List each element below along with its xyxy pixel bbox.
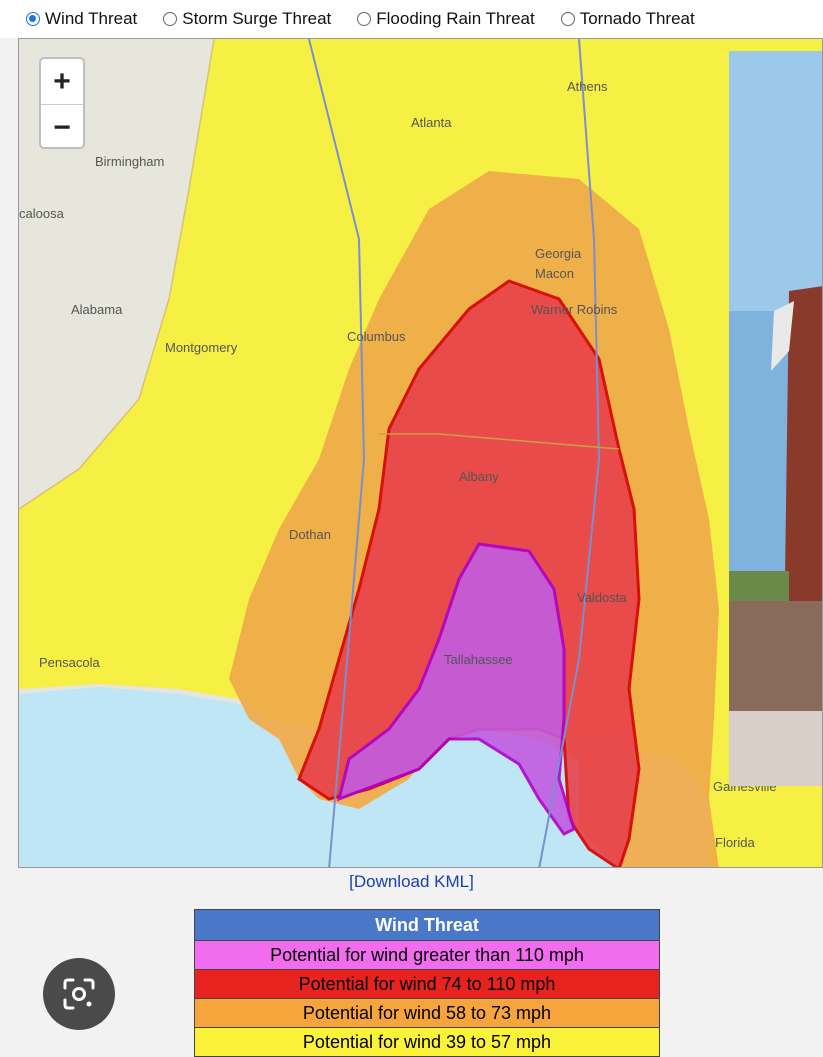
label-georgia: Georgia xyxy=(535,246,582,261)
tab-wind-threat[interactable]: Wind Threat xyxy=(26,9,137,29)
label-tallahassee: Tallahassee xyxy=(444,652,513,667)
zoom-in-button[interactable]: + xyxy=(41,59,83,105)
label-warner-robins: Warner Robins xyxy=(531,302,618,317)
zoom-out-button[interactable]: − xyxy=(53,110,71,144)
forecast-track-right xyxy=(538,39,601,867)
label-montgomery: Montgomery xyxy=(165,340,238,355)
damage-photo xyxy=(729,51,822,786)
wind-threat-legend: Wind Threat Potential for wind greater t… xyxy=(194,909,660,1057)
label-athens: Athens xyxy=(567,79,608,94)
radio-wind-threat[interactable] xyxy=(26,12,40,26)
zone-magenta xyxy=(336,542,576,836)
label-birmingham: Birmingham xyxy=(95,154,165,169)
legend-item-74-110: Potential for wind 74 to 110 mph xyxy=(195,969,659,998)
zoom-control: + − xyxy=(39,57,85,149)
legend-title: Wind Threat xyxy=(195,910,659,940)
tab-tornado-threat-label: Tornado Threat xyxy=(579,9,695,28)
tab-storm-surge-threat[interactable]: Storm Surge Threat xyxy=(163,9,331,29)
radio-flooding-rain-threat[interactable] xyxy=(357,12,372,26)
label-valdosta: Valdosta xyxy=(577,590,627,605)
label-pensacola: Pensacola xyxy=(39,655,100,670)
download-kml-row: [Download KML] xyxy=(0,872,823,892)
tab-storm-surge-threat-label: Storm Surge Threat xyxy=(182,9,332,28)
map-canvas xyxy=(19,39,822,867)
radio-tornado-threat[interactable] xyxy=(560,12,575,26)
tab-flooding-rain-threat-label: Flooding Rain Threat xyxy=(376,9,535,28)
download-kml-link[interactable]: [Download KML] xyxy=(349,872,474,891)
forecast-track-left xyxy=(308,39,366,867)
label-tuscaloosa: caloosa xyxy=(19,206,64,221)
threat-map[interactable]: + − Athens Atlanta Birmingham caloosa Ge… xyxy=(18,38,823,868)
label-alabama: Alabama xyxy=(71,302,123,317)
threat-tab-bar: Wind Threat Storm Surge Threat Flooding … xyxy=(0,0,823,38)
state-line-ga xyxy=(379,433,620,450)
tab-wind-threat-label: Wind Threat xyxy=(45,9,138,28)
lens-icon xyxy=(63,978,95,1010)
legend-item-39-57: Potential for wind 39 to 57 mph xyxy=(195,1027,659,1056)
damage-photo-overlay xyxy=(729,51,822,786)
tab-tornado-threat[interactable]: Tornado Threat xyxy=(560,9,695,29)
label-atlanta: Atlanta xyxy=(411,115,452,130)
label-columbus: Columbus xyxy=(347,329,406,344)
radio-storm-surge-threat[interactable] xyxy=(163,12,178,26)
legend-item-58-73: Potential for wind 58 to 73 mph xyxy=(195,998,659,1027)
lens-button[interactable] xyxy=(43,958,115,1030)
legend-item-over-110: Potential for wind greater than 110 mph xyxy=(195,940,659,969)
label-dothan: Dothan xyxy=(289,527,331,542)
state-line-west xyxy=(19,39,215,510)
tab-flooding-rain-threat[interactable]: Flooding Rain Threat xyxy=(357,9,535,29)
label-florida: Florida xyxy=(715,835,755,850)
label-albany: Albany xyxy=(459,469,499,484)
label-macon: Macon xyxy=(535,266,575,281)
